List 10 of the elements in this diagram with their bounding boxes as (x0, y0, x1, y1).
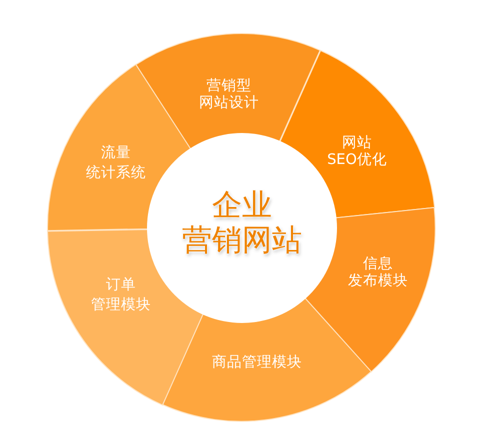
ring-segment (278, 50, 435, 218)
segment-label: 商品管理模块 (210, 354, 303, 372)
segment-label: 信息发布模块 (346, 256, 409, 290)
ring-segment (135, 33, 321, 150)
segment-label: 营销型网站设计 (198, 78, 260, 112)
center-title: 企业营销网站 (181, 188, 303, 258)
segment-label: 网站SEO优化 (326, 135, 388, 169)
ring-segment (162, 296, 372, 422)
segment-label: 流量统计系统 (85, 144, 147, 183)
segment-label: 订单管理模块 (90, 276, 152, 315)
